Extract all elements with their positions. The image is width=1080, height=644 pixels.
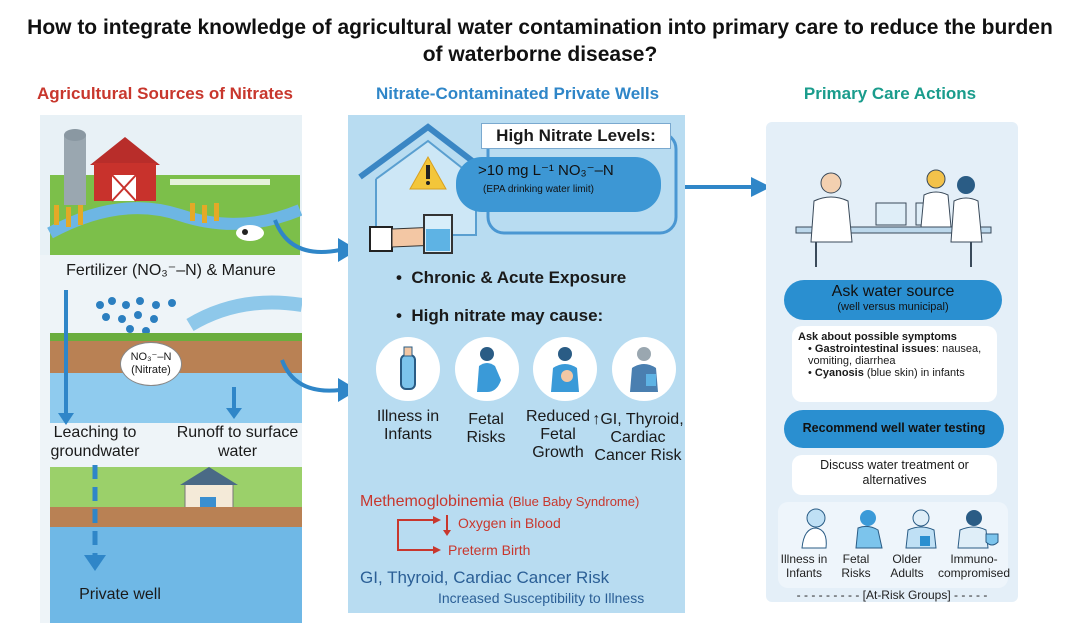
symptom-gi-bold: Gastrointestinal issues [814, 343, 936, 355]
effect-cancer-risk: ↑GI, Thyroid, Cardiac Cancer Risk [592, 411, 684, 464]
high-nitrate-levels-title: High Nitrate Levels: [481, 123, 671, 149]
nitrate-badge: NO₃⁻–N (Nitrate) [120, 342, 182, 386]
effect-fetal-risks: Fetal Risks [466, 411, 506, 446]
ask-water-source: Ask water source [831, 283, 955, 300]
immunocompromised-icon [957, 510, 999, 549]
infant-icon [801, 508, 827, 549]
house-illustration [358, 123, 678, 254]
preterm-birth: Preterm Birth [448, 542, 531, 558]
pregnant-woman-icon [454, 337, 519, 401]
heading-agricultural-sources: Agricultural Sources of Nitrates [36, 84, 293, 103]
oxygen-in-blood: Oxygen in Blood [458, 515, 561, 531]
methemoglobinemia: Methemoglobinemia (Blue Baby Syndrome) [360, 493, 639, 511]
effect-illness-infants: Illness in Infants [376, 408, 440, 443]
at-risk-groups-box: Illness in Infants Fetal Risks Older Adu… [778, 502, 1010, 588]
leaching-label: Leaching to groundwater [50, 424, 140, 460]
may-cause-text: High nitrate may cause: [411, 306, 604, 325]
nitrate-threshold-value: >10 mg L⁻¹ NO₃⁻–N [478, 162, 614, 179]
baby-bottle-icon [376, 337, 440, 401]
arrow-to-primary-care [685, 177, 771, 197]
symptoms-box: Ask about possible symptoms • Gastrointe… [792, 326, 997, 402]
page-title: How to integrate knowledge of agricultur… [27, 16, 1053, 66]
older-adult-icon [905, 509, 937, 549]
runoff-label: Runoff to surface water [176, 424, 299, 460]
symptom-cyanosis-rest: (blue skin) in infants [863, 367, 965, 379]
health-effects-row [376, 337, 676, 401]
bullet-may-cause: • High nitrate may cause: [396, 306, 604, 325]
group-older-adults: Older Adults [890, 552, 924, 580]
at-risk-groups-caption: - - - - - - - - - [At-Risk Groups] - - -… [796, 588, 988, 602]
group-infants: Illness in Infants [780, 552, 828, 580]
well-vs-municipal: (well versus municipal) [837, 301, 949, 313]
nitrate-formula: NO₃⁻–N [130, 351, 172, 363]
nitrate-word: (Nitrate) [131, 364, 171, 376]
bullet-exposure: • Chronic & Acute Exposure [396, 268, 627, 287]
cancer-risk-note: GI, Thyroid, Cardiac Cancer Risk [360, 568, 610, 587]
group-fetal: Fetal Risks [841, 552, 871, 580]
recommend-testing-pill: Recommend well water testing [784, 410, 1004, 448]
symptom-cyanosis: • Cyanosis (blue skin) in infants [808, 367, 965, 379]
susceptibility-note: Increased Susceptibility to Illness [438, 590, 645, 606]
contaminated-wells-panel: High Nitrate Levels: >10 mg L⁻¹ NO₃⁻–N (… [348, 115, 685, 613]
epa-limit-note: (EPA drinking water limit) [483, 184, 594, 195]
at-risk-icons [801, 508, 999, 549]
exposure-text: Chronic & Acute Exposure [411, 268, 627, 287]
clinicians-illustration [795, 169, 992, 267]
heading-primary-care: Primary Care Actions [803, 84, 977, 103]
blue-baby-syndrome: (Blue Baby Syndrome) [508, 494, 640, 509]
discuss-treatment: Discuss water treatment or alternatives [792, 455, 997, 495]
pregnant-icon [855, 510, 883, 549]
ask-water-source-pill: Ask water source (well versus municipal) [784, 280, 1002, 320]
private-well-label: Private well [79, 586, 161, 603]
fertilizer-manure-label: Fertilizer (NO₃⁻–N) & Manure [66, 262, 276, 279]
group-immunocompromised: Immuno-compromised [937, 552, 1011, 580]
agricultural-sources-panel: Fertilizer (NO₃⁻–N) & Manure NO₃⁻–N (Nit… [40, 115, 302, 623]
flow-arrows [273, 219, 358, 402]
symptom-gi: • Gastrointestinal issues: nausea, vomit… [808, 343, 982, 367]
symptom-gi-rest: : nausea, vomiting, diarrhea [808, 343, 982, 367]
heading-contaminated-wells: Nitrate-Contaminated Private Wells [375, 84, 660, 103]
primary-care-panel: Ask water source (well versus municipal)… [766, 122, 1018, 602]
effect-reduced-fetal-growth: Reduced Fetal Growth [525, 408, 591, 461]
methemoglobinemia-label: Methemoglobinemia [360, 493, 505, 510]
mother-baby-icon [533, 337, 598, 401]
farm-illustration [40, 115, 302, 623]
red-branch-arrows [397, 515, 451, 554]
symptom-cyanosis-bold: Cyanosis [814, 367, 864, 379]
older-adult-icon [611, 337, 676, 401]
symptoms-title: Ask about possible symptoms [798, 331, 957, 343]
